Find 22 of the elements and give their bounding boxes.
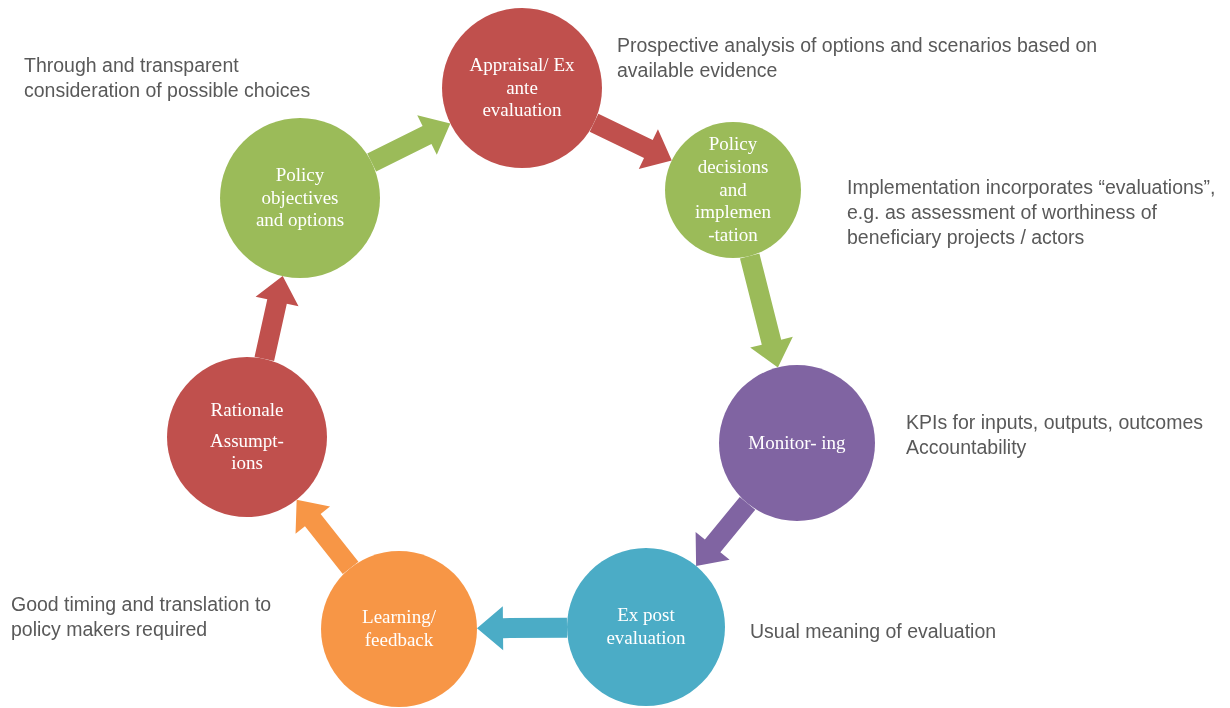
stage-label: Policy objectives and options (254, 163, 346, 233)
stage-label: Rationale (210, 398, 284, 422)
block-arrow (695, 496, 756, 566)
annotation-text: Usual meaning of evaluation (750, 619, 998, 644)
annotation-text: Implementation incorporates “evaluations”, e.g. as assessment of worthiness of beneficiary projects / actors (847, 175, 1217, 250)
annotation-text: KPIs for inputs, outputs, outcomes (906, 410, 1204, 435)
block-arrow (477, 606, 568, 651)
annotation-text: Accountability (906, 434, 1028, 460)
stage-label: Monitor- ing (748, 431, 846, 455)
stage-label: Assumpt- ions (209, 429, 285, 476)
block-arrow (254, 276, 299, 362)
annotation-text: Prospective analysis of options and scenarios based on available evidence (617, 33, 1099, 83)
block-arrow (740, 253, 793, 368)
block-arrow (367, 115, 451, 172)
stage-label: Learning/ feedback (361, 606, 437, 652)
block-arrow (295, 499, 359, 575)
stage-label: Ex post evaluation (605, 604, 687, 650)
stage-label: Policy decisions and implemen -tation (694, 133, 772, 247)
annotation-text: Good timing and translation to policy makers required (11, 592, 273, 642)
annotation-text: Through and transparent consideration of possible choices (24, 53, 312, 103)
stage-label: Appraisal/ Ex ante evaluation (468, 53, 576, 123)
block-arrow (589, 113, 672, 169)
